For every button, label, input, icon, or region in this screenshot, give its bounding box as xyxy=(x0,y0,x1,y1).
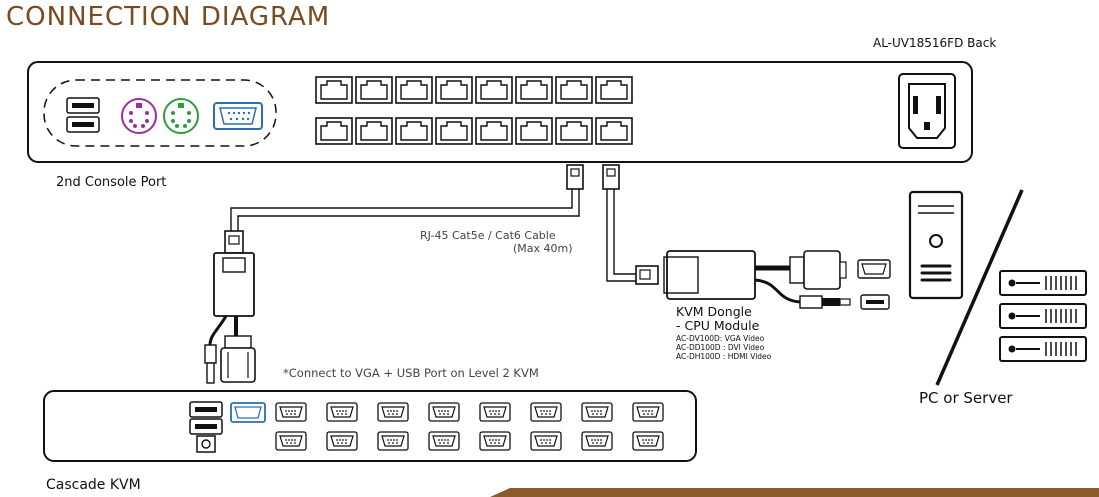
cascade-vga-highlight-icon xyxy=(230,402,266,423)
pc-tower-icon xyxy=(908,190,964,300)
rj45-plug-left xyxy=(566,164,584,190)
pc-usb-port-icon xyxy=(860,294,890,310)
dongle-model-2: AC-DD100D : DVI Video xyxy=(676,343,765,352)
cpu-module-dongle xyxy=(635,250,851,309)
pc-vga-port-icon xyxy=(857,259,891,279)
dongle-model-1: AC-DV100D: VGA Video xyxy=(676,334,765,343)
console-port-label: 2nd Console Port xyxy=(56,175,167,190)
vga-port-icon xyxy=(213,102,263,130)
cascade-usb-port-icon xyxy=(189,401,223,453)
dongle-title: KVM Dongle xyxy=(676,304,752,319)
device-model-label: AL-UV18516FD Back xyxy=(873,36,997,50)
cascade-kvm-label: Cascade KVM xyxy=(46,477,141,493)
cable-to-cascade xyxy=(230,189,580,233)
dongle-subtitle: - CPU Module xyxy=(676,318,760,333)
cable-to-cpu-module xyxy=(606,189,636,282)
cable-max-label: (Max 40m) xyxy=(513,242,573,255)
power-inlet-icon xyxy=(898,73,956,149)
or-divider xyxy=(935,189,1024,386)
ps2-keyboard-icon xyxy=(121,98,157,134)
server-rack-icon xyxy=(999,270,1087,362)
rj45-plug-right xyxy=(602,164,620,190)
ps2-mouse-icon xyxy=(163,98,199,134)
pc-server-label: PC or Server xyxy=(919,389,1013,407)
dongle-model-3: AC-DH100D : HDMI Video xyxy=(676,352,772,361)
kvm-back-panel xyxy=(27,61,973,163)
cascade-dongle xyxy=(204,230,256,384)
connect-note: *Connect to VGA + USB Port on Level 2 KV… xyxy=(283,366,539,380)
page-title: CONNECTION DIAGRAM xyxy=(6,2,331,32)
cable-label: RJ-45 Cat5e / Cat6 Cable xyxy=(420,229,556,242)
footer-bar xyxy=(490,488,1099,497)
